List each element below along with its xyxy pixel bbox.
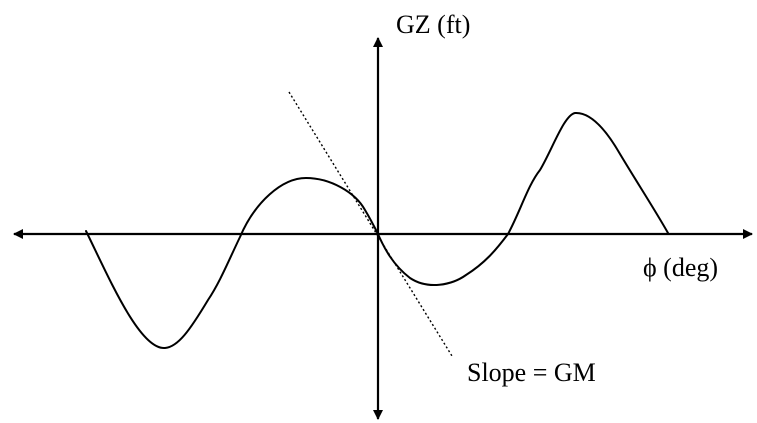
gz-curve <box>85 111 669 350</box>
y-axis-label: GZ (ft) <box>396 10 470 39</box>
x-axis-label: ϕ (deg) <box>643 253 718 282</box>
tangent-line <box>288 91 453 357</box>
slope-annotation: Slope = GM <box>467 358 596 387</box>
